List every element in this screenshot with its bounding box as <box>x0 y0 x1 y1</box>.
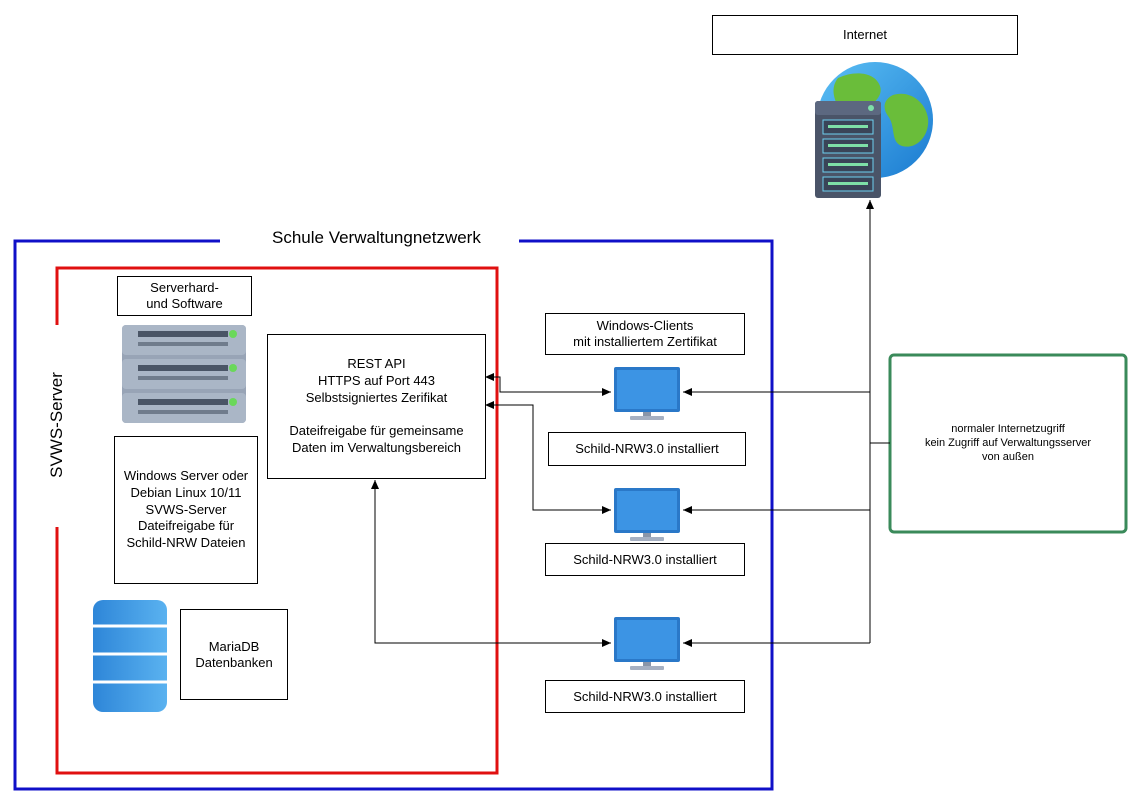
connector-client3-api <box>371 480 611 647</box>
monitor-icon <box>614 488 680 541</box>
internet-server-icon <box>815 62 933 198</box>
clients-header-label: Windows-Clients mit installiertem Zertif… <box>573 318 717 349</box>
internet-label: Internet <box>842 27 888 43</box>
internet-note-label: normaler Internetzugriff kein Zugriff au… <box>924 423 1092 463</box>
monitor-icon <box>614 617 680 670</box>
server-rack-icon <box>122 325 246 423</box>
server-os-label: Windows Server oder Debian Linux 10/11 S… <box>123 467 249 551</box>
client-box-1: Schild-NRW3.0 installiert <box>548 432 746 466</box>
client-label-1: Schild-NRW3.0 installiert <box>575 441 719 457</box>
database-label: MariaDB Datenbanken <box>195 638 273 670</box>
client-label-2: Schild-NRW3.0 installiert <box>573 551 717 567</box>
network-boundary <box>13 239 774 791</box>
api-box: REST API HTTPS auf Port 443 Selbstsignie… <box>267 334 486 479</box>
server-hardware-label: Serverhard- und Software <box>146 280 223 311</box>
database-box: MariaDB Datenbanken <box>180 609 288 700</box>
client-box-2: Schild-NRW3.0 installiert <box>545 543 745 576</box>
client-label-3: Schild-NRW3.0 installiert <box>573 688 717 704</box>
clients-header-box: Windows-Clients mit installiertem Zertif… <box>545 313 745 355</box>
server-group-title: SVWS-Server <box>47 372 66 478</box>
server-os-box: Windows Server oder Debian Linux 10/11 S… <box>114 436 258 584</box>
monitor-icon <box>614 367 680 420</box>
api-label: REST API HTTPS auf Port 443 Selbstsignie… <box>289 355 464 456</box>
client-box-3: Schild-NRW3.0 installiert <box>545 680 745 713</box>
internet-label-box: Internet <box>712 15 1018 55</box>
database-icon <box>93 600 167 712</box>
network-title: Schule Verwaltungnetzwerk <box>272 228 481 247</box>
connector-client1-api <box>485 373 611 396</box>
server-hardware-box: Serverhard- und Software <box>117 276 252 316</box>
